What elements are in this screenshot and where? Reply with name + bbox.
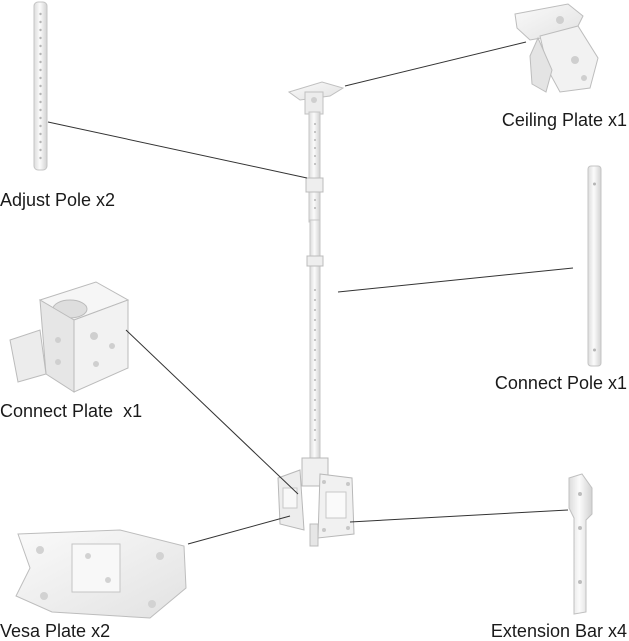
adjust-pole-label: Adjust Pole x2: [0, 190, 116, 210]
connect-plate-image: [9, 281, 130, 393]
assembled-mount-image: [277, 81, 355, 547]
connect-pole-label: Connect Pole x1: [494, 373, 627, 393]
leader-line-extension-bar: [349, 509, 569, 523]
leader-line-connect-pole: [337, 267, 574, 293]
leader-line-vesa-plate: [187, 515, 291, 545]
leader-line-adjust-pole: [47, 121, 308, 179]
leader-line-connect-plate: [125, 329, 299, 495]
extension-bar-image: [568, 473, 593, 615]
adjust-pole-image: [33, 1, 48, 171]
extension-bar-label: Extension Bar x4: [490, 621, 627, 641]
ceiling-plate-image: [514, 3, 599, 93]
vesa-plate-label: Vesa Plate x2: [0, 621, 111, 641]
ceiling-plate-label: Ceiling Plate x1: [501, 110, 627, 130]
connect-plate-label: Connect Plate x1: [0, 401, 143, 421]
vesa-plate-image: [15, 529, 187, 619]
connect-pole-image: [587, 165, 602, 367]
leader-line-ceiling-plate: [344, 41, 527, 87]
